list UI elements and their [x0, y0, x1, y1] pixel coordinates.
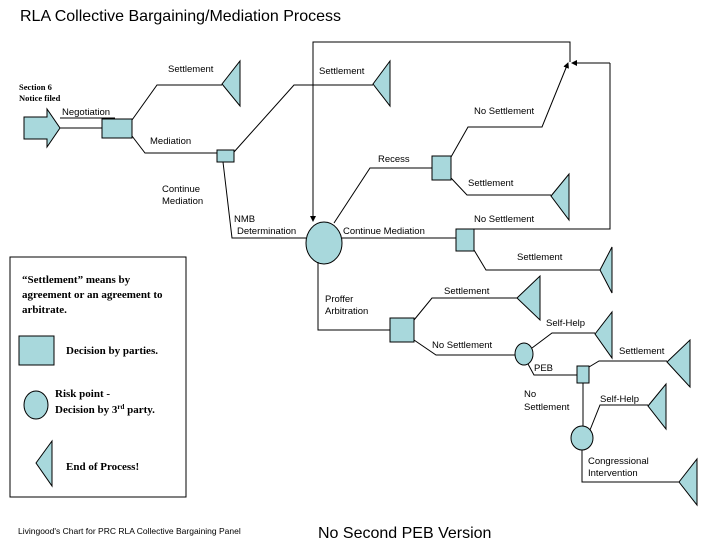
legend-settlement-line-1: “Settlement” means by — [22, 274, 131, 286]
legend-decision-third: Decision by 3rd party. — [55, 403, 155, 416]
diagram-title: RLA Collective Bargaining/Mediation Proc… — [20, 8, 341, 25]
start-arrow-icon — [23, 107, 61, 149]
recess-label: Recess — [378, 154, 410, 165]
connector — [589, 404, 648, 431]
no-label: No — [524, 389, 536, 400]
connector — [333, 167, 432, 224]
legend-circle-icon — [23, 390, 49, 420]
end-triangle-2 — [372, 59, 391, 108]
end-triangle-1 — [221, 59, 241, 108]
peb-decision-box — [576, 365, 590, 384]
settlement-label-2: Settlement — [319, 66, 365, 77]
notice-label-2: Notice filed — [19, 93, 61, 103]
no-settlement-label-2: No Settlement — [474, 214, 535, 225]
connector — [588, 360, 667, 368]
continue-mediation-label: Continue Mediation — [343, 226, 425, 237]
nmb-label: NMB — [234, 214, 255, 225]
legend-box — [9, 256, 187, 498]
arbitration-decision-box — [389, 317, 415, 343]
legend-settlement-line-2: agreement or an agreement to — [22, 289, 163, 301]
mediation-decision-box — [216, 149, 235, 163]
connector — [131, 84, 222, 121]
connector — [474, 63, 611, 230]
connector — [581, 450, 679, 483]
end-triangle-8 — [647, 382, 667, 431]
end-triangle-9 — [678, 457, 698, 507]
nmb-risk-circle — [305, 221, 343, 265]
end-triangle-7 — [666, 338, 691, 389]
negotiation-label: Negotiation — [62, 107, 110, 118]
connector — [450, 62, 569, 158]
continue-mediation-box — [455, 228, 475, 252]
self-help-label-2: Self-Help — [600, 394, 639, 405]
connector — [413, 339, 516, 356]
end-triangle-3 — [550, 172, 570, 222]
legend-settlement-line-3: arbitrate. — [22, 304, 67, 316]
end-triangle-5 — [516, 274, 541, 322]
connector — [131, 135, 217, 154]
connector — [233, 84, 373, 153]
determination-label: Determination — [237, 226, 296, 237]
mediation-label: Mediation — [150, 136, 191, 147]
end-triangle-6 — [594, 310, 613, 360]
settlement-under-no-label: Settlement — [524, 402, 570, 413]
legend-decision-parties: Decision by parties. — [66, 345, 158, 357]
end-triangle-4 — [599, 246, 613, 294]
intervention-label: Intervention — [588, 468, 638, 479]
settlement-label-5: Settlement — [444, 286, 490, 297]
footer-version: No Second PEB Version — [318, 525, 491, 540]
legend-end-process: End of Process! — [66, 461, 139, 473]
no-settlement-label-3: No Settlement — [432, 340, 493, 351]
loop-connector — [310, 41, 571, 222]
congressional-label: Congressional — [588, 456, 649, 467]
negotiation-decision-box — [101, 118, 133, 139]
peb-risk-circle — [514, 342, 534, 366]
settlement-label-4: Settlement — [517, 252, 563, 263]
no-settlement-label-1: No Settlement — [474, 106, 535, 117]
connector — [413, 297, 517, 321]
footer-credit: Livingood's Chart for PRC RLA Collective… — [18, 526, 241, 536]
connector — [222, 161, 306, 239]
continue-mediation-label-2: Mediation — [162, 196, 203, 207]
self-help-label-1: Self-Help — [546, 318, 585, 329]
peb-label: PEB — [534, 363, 553, 374]
legend-triangle-icon — [35, 439, 53, 488]
settlement-label-6: Settlement — [619, 346, 665, 357]
connector — [527, 363, 577, 376]
connector — [531, 332, 595, 349]
settlement-label-3: Settlement — [468, 178, 514, 189]
connector — [450, 177, 551, 196]
recess-decision-box — [431, 155, 452, 181]
proffer-label: Proffer — [325, 294, 353, 305]
arbitration-label: Arbitration — [325, 306, 368, 317]
continue-mediation-label-1: Continue — [162, 184, 200, 195]
notice-label-1: Section 6 — [19, 82, 52, 92]
legend-risk-point: Risk point - — [55, 388, 110, 400]
connector — [473, 249, 600, 271]
connector — [317, 262, 390, 331]
legend-box-icon — [18, 335, 55, 366]
settlement-label-1: Settlement — [168, 64, 214, 75]
